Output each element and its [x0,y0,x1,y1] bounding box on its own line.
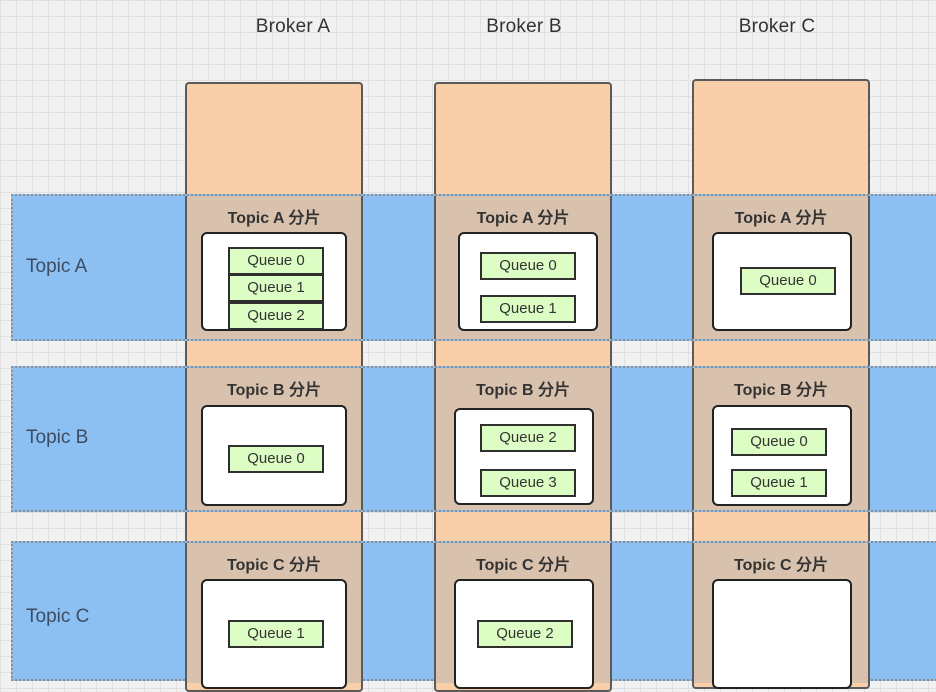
queue-item: Queue 2 [480,424,576,452]
shard-broker-a-topic-b: Topic B 分片 Queue 0 [185,368,363,510]
queue-box: Queue 0 [712,232,852,331]
broker-a-title: Broker A [255,16,331,37]
queue-item: Queue 2 [228,302,324,330]
queue-item: Queue 1 [228,620,324,648]
queue-item: Queue 1 [480,295,576,323]
queue-box: Queue 0 Queue 1 Queue 2 [201,232,347,331]
shard-title: Topic B 分片 [476,382,570,399]
queue-item: Queue 1 [731,469,827,497]
queue-item: Queue 0 [740,267,836,295]
queue-box: Queue 2 [454,579,594,689]
shard-broker-b-topic-a: Topic A 分片 Queue 0 Queue 1 [434,196,612,339]
shard-title: Topic B 分片 [227,382,321,399]
shard-broker-c-topic-a: Topic A 分片 Queue 0 [692,196,870,339]
queue-item: Queue 1 [228,274,324,302]
shard-broker-a-topic-a: Topic A 分片 Queue 0 Queue 1 Queue 2 [185,196,363,339]
shard-title: Topic C 分片 [734,557,828,574]
queue-item: Queue 0 [480,252,576,280]
shard-broker-c-topic-c: Topic C 分片 [692,543,870,689]
queue-item: Queue 2 [477,620,573,648]
topic-a-label: Topic A [26,256,88,277]
queue-item: Queue 3 [480,469,576,497]
topic-b-label: Topic B [26,427,89,448]
queue-box: Queue 0 Queue 1 [458,232,598,331]
queue-item: Queue 0 [228,445,324,473]
shard-title: Topic A 分片 [227,210,321,227]
shard-broker-a-topic-c: Topic C 分片 Queue 1 [185,543,363,689]
topic-c-label: Topic C [26,606,90,627]
shard-title: Topic A 分片 [734,210,828,227]
queue-item: Queue 0 [731,428,827,456]
shard-title: Topic A 分片 [476,210,570,227]
shard-broker-b-topic-b: Topic B 分片 Queue 2 Queue 3 [434,368,612,510]
shard-title: Topic C 分片 [227,557,321,574]
shard-title: Topic C 分片 [476,557,570,574]
queue-box: Queue 0 [201,405,347,506]
queue-box: Queue 2 Queue 3 [454,408,594,505]
shard-broker-b-topic-c: Topic C 分片 Queue 2 [434,543,612,689]
queue-box: Queue 0 Queue 1 [712,405,852,506]
queue-item: Queue 0 [228,247,324,275]
shard-title: Topic B 分片 [734,382,828,399]
shard-broker-c-topic-b: Topic B 分片 Queue 0 Queue 1 [692,368,870,510]
broker-b-title: Broker B [486,16,562,37]
broker-c-title: Broker C [738,16,816,37]
